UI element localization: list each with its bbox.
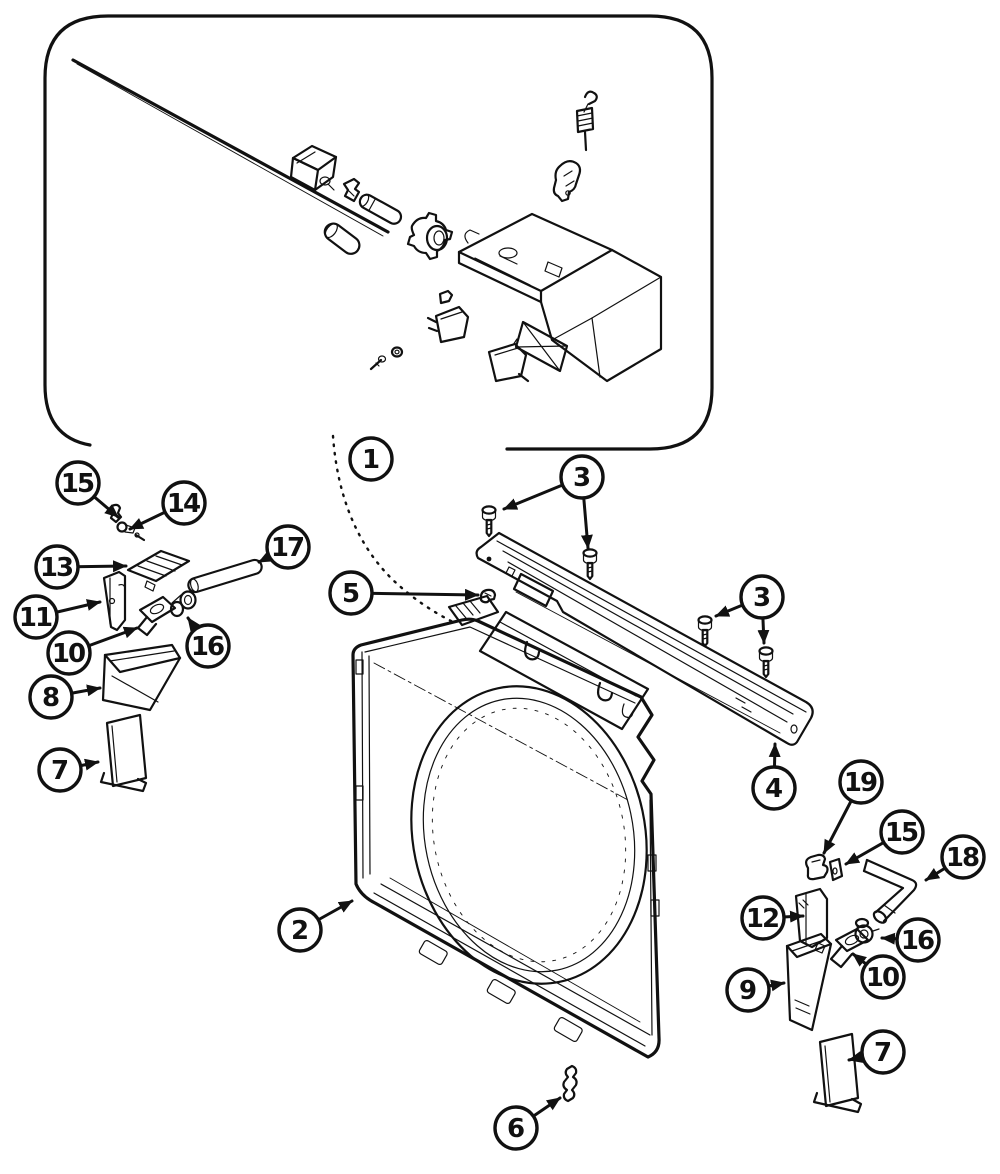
inset-screw-small bbox=[369, 355, 387, 371]
callout-15: 15 bbox=[879, 809, 925, 855]
callout-2: 2 bbox=[277, 907, 323, 953]
inset-plunger bbox=[358, 193, 403, 225]
callout-6: 6 bbox=[493, 1105, 539, 1151]
tube-17 bbox=[187, 558, 263, 594]
svg-text:7: 7 bbox=[874, 1038, 891, 1068]
screw bbox=[582, 548, 598, 581]
svg-text:12: 12 bbox=[746, 904, 778, 934]
callout-leader-1 bbox=[331, 434, 455, 624]
clip-19 bbox=[804, 853, 829, 881]
callout-leaders bbox=[34, 434, 965, 1130]
grate-13 bbox=[126, 549, 191, 592]
funnel-10-right bbox=[829, 927, 870, 969]
main-panel bbox=[351, 617, 661, 1059]
svg-text:16: 16 bbox=[901, 926, 934, 956]
callout-11: 11 bbox=[13, 594, 59, 640]
panel-7-left bbox=[99, 713, 148, 793]
inset-latch bbox=[552, 159, 582, 203]
svg-text:19: 19 bbox=[844, 768, 877, 798]
inset-box bbox=[43, 14, 714, 451]
callout-15: 15 bbox=[55, 460, 101, 506]
svg-text:6: 6 bbox=[507, 1114, 524, 1144]
svg-text:13: 13 bbox=[40, 553, 73, 583]
callout-10: 10 bbox=[860, 954, 906, 1000]
svg-text:10: 10 bbox=[52, 639, 85, 669]
callout-7: 7 bbox=[37, 747, 83, 793]
callout-12: 12 bbox=[740, 895, 786, 941]
inset-cam bbox=[406, 211, 454, 261]
inset-roller bbox=[323, 222, 361, 255]
inset-microswitch-b bbox=[487, 338, 530, 383]
svg-text:3: 3 bbox=[573, 463, 590, 493]
callout-5: 5 bbox=[328, 570, 374, 616]
callout-1: 1 bbox=[348, 436, 394, 482]
screw bbox=[697, 615, 713, 648]
callout-10: 10 bbox=[46, 630, 92, 676]
scoop-9 bbox=[785, 932, 833, 1032]
svg-text:17: 17 bbox=[271, 533, 304, 563]
funnel-10-left bbox=[136, 595, 177, 637]
svg-text:2: 2 bbox=[291, 916, 307, 946]
svg-text:10: 10 bbox=[866, 963, 899, 993]
svg-text:16: 16 bbox=[191, 632, 224, 662]
bracket-12 bbox=[794, 887, 829, 954]
inset-spring bbox=[575, 90, 598, 152]
callout-9: 9 bbox=[725, 967, 771, 1013]
inset-washer bbox=[390, 346, 404, 358]
svg-text:11: 11 bbox=[19, 603, 52, 633]
inset-console bbox=[457, 212, 663, 383]
hose-18 bbox=[862, 858, 918, 924]
callout-18: 18 bbox=[940, 834, 986, 880]
screw bbox=[481, 505, 497, 538]
svg-text:7: 7 bbox=[51, 756, 68, 786]
svg-text:8: 8 bbox=[42, 683, 59, 713]
callout-16: 16 bbox=[895, 917, 941, 963]
inset-key-pin bbox=[342, 177, 361, 203]
hub-16-left bbox=[169, 590, 197, 618]
svg-text:5: 5 bbox=[342, 579, 359, 609]
callout-3: 3 bbox=[739, 574, 785, 620]
screw bbox=[758, 646, 774, 679]
clip-5 bbox=[479, 588, 497, 604]
callout-13: 13 bbox=[34, 544, 80, 590]
svg-text:15: 15 bbox=[61, 469, 94, 499]
svg-text:9: 9 bbox=[739, 976, 756, 1006]
svg-text:14: 14 bbox=[167, 489, 200, 519]
inset-microswitch-a bbox=[426, 305, 470, 344]
svg-text:4: 4 bbox=[765, 774, 782, 804]
inset-switch bbox=[289, 144, 338, 192]
svg-text:3: 3 bbox=[753, 583, 770, 613]
callout-7: 7 bbox=[860, 1029, 906, 1075]
lid-switch-rod bbox=[71, 58, 390, 237]
callout-8: 8 bbox=[28, 674, 74, 720]
top-rail bbox=[475, 531, 814, 746]
callout-16: 16 bbox=[185, 623, 231, 669]
panel-tabs bbox=[418, 939, 583, 1042]
callout-17: 17 bbox=[265, 524, 311, 570]
callout-19: 19 bbox=[838, 759, 884, 805]
bracket-11 bbox=[102, 570, 127, 632]
callout-14: 14 bbox=[161, 480, 207, 526]
svg-text:18: 18 bbox=[946, 843, 979, 873]
scoop-8 bbox=[101, 643, 182, 712]
clip-6 bbox=[562, 1064, 578, 1103]
callout-3: 3 bbox=[559, 454, 605, 500]
panel-7-right bbox=[812, 1032, 863, 1114]
bracket-15-right bbox=[828, 857, 844, 882]
svg-text:1: 1 bbox=[362, 445, 379, 475]
svg-text:15: 15 bbox=[885, 818, 918, 848]
callout-4: 4 bbox=[751, 765, 797, 811]
panel-opening bbox=[410, 685, 648, 985]
inset-clip-cap bbox=[438, 289, 454, 305]
